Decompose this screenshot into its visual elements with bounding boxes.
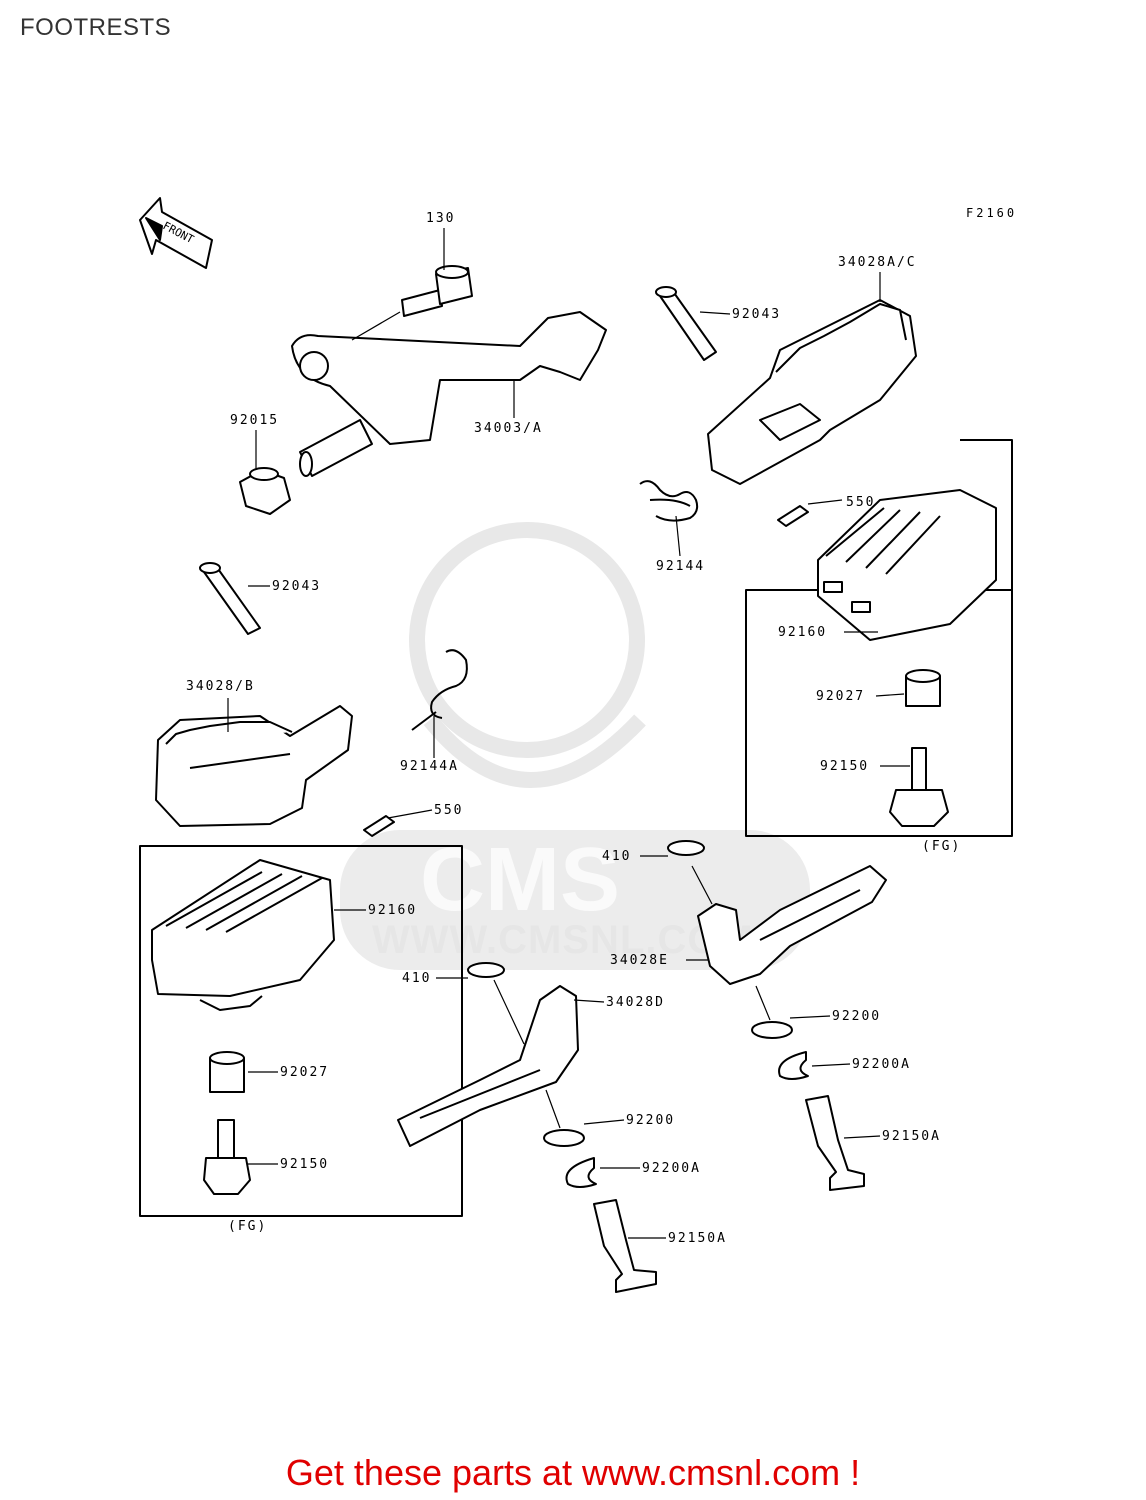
pin-92043-left [199, 562, 261, 635]
label-92150-right: 92150 [820, 759, 870, 774]
label-92200-left: 92200 [626, 1113, 676, 1128]
pin-92150a-left [593, 1199, 657, 1293]
label-92027-right: 92027 [816, 689, 866, 704]
washer-410-top [667, 840, 705, 856]
label-92150a-right: 92150A [882, 1129, 941, 1144]
cotter-pin-550-right [777, 505, 809, 527]
label-34028ac: 34028A/C [838, 255, 917, 270]
label-92150-left: 92150 [280, 1157, 330, 1172]
label-92200-right: 92200 [832, 1009, 882, 1024]
watermark-url: WWW.CMSNL.COM [372, 918, 754, 962]
nut-92015 [239, 467, 291, 515]
page-title: FOOTRESTS [20, 14, 172, 41]
bolt-130 [401, 265, 473, 317]
label-fg-right: (FG) [922, 839, 962, 854]
pin-92043-top [655, 286, 717, 361]
clip-92200a-left [565, 1157, 597, 1188]
label-92150a-left: 92150A [668, 1231, 727, 1246]
clip-92200a-right [778, 1051, 809, 1080]
spring-92144 [639, 480, 699, 522]
collar-92027-left [209, 1051, 245, 1093]
washer-410-left [467, 962, 505, 978]
cotter-pin-550-left [363, 815, 395, 837]
label-92200a-right: 92200A [852, 1057, 911, 1072]
label-92144: 92144 [656, 559, 706, 574]
rubber-cover-92160-left [151, 859, 335, 1011]
rubber-cover-92160-right [817, 489, 997, 641]
label-550-left: 550 [434, 803, 464, 818]
footrest-34028e [697, 865, 887, 985]
footer-cta-link[interactable]: Get these parts at www.cmsnl.com ! [285, 1452, 861, 1493]
footpeg-34028ac [707, 299, 917, 485]
front-arrow-icon: FRONT [139, 197, 213, 269]
footrest-34028d [397, 985, 579, 1147]
label-92200a-left: 92200A [642, 1161, 701, 1176]
bolt-92150-right [889, 747, 949, 827]
pin-92150a-right [805, 1095, 865, 1191]
washer-92200-right [751, 1021, 793, 1039]
label-410-top: 410 [602, 849, 632, 864]
label-130: 130 [426, 211, 456, 226]
label-92027-left: 92027 [280, 1065, 330, 1080]
label-92015: 92015 [230, 413, 280, 428]
label-410-left: 410 [402, 971, 432, 986]
footpeg-34028b [155, 705, 353, 827]
label-92043-top: 92043 [732, 307, 782, 322]
label-fg-left: (FG) [228, 1219, 268, 1234]
label-34028b: 34028/B [186, 679, 255, 694]
fg-box-left [139, 845, 463, 1217]
label-34003a: 34003/A [474, 421, 543, 436]
label-34028e: 34028E [610, 953, 669, 968]
label-34028d: 34028D [606, 995, 665, 1010]
label-550-right: 550 [846, 495, 876, 510]
label-92160-right: 92160 [778, 625, 828, 640]
leader-lines [227, 228, 910, 1239]
label-92144a: 92144A [400, 759, 459, 774]
collar-92027-right [905, 669, 941, 707]
label-92160-left: 92160 [368, 903, 418, 918]
bracket-34003a [291, 311, 607, 477]
spring-92144a [411, 649, 468, 731]
washer-92200-left [543, 1129, 585, 1147]
figure-code: F2160 [966, 206, 1018, 220]
label-92043-left: 92043 [272, 579, 322, 594]
bolt-92150-left [203, 1119, 251, 1195]
